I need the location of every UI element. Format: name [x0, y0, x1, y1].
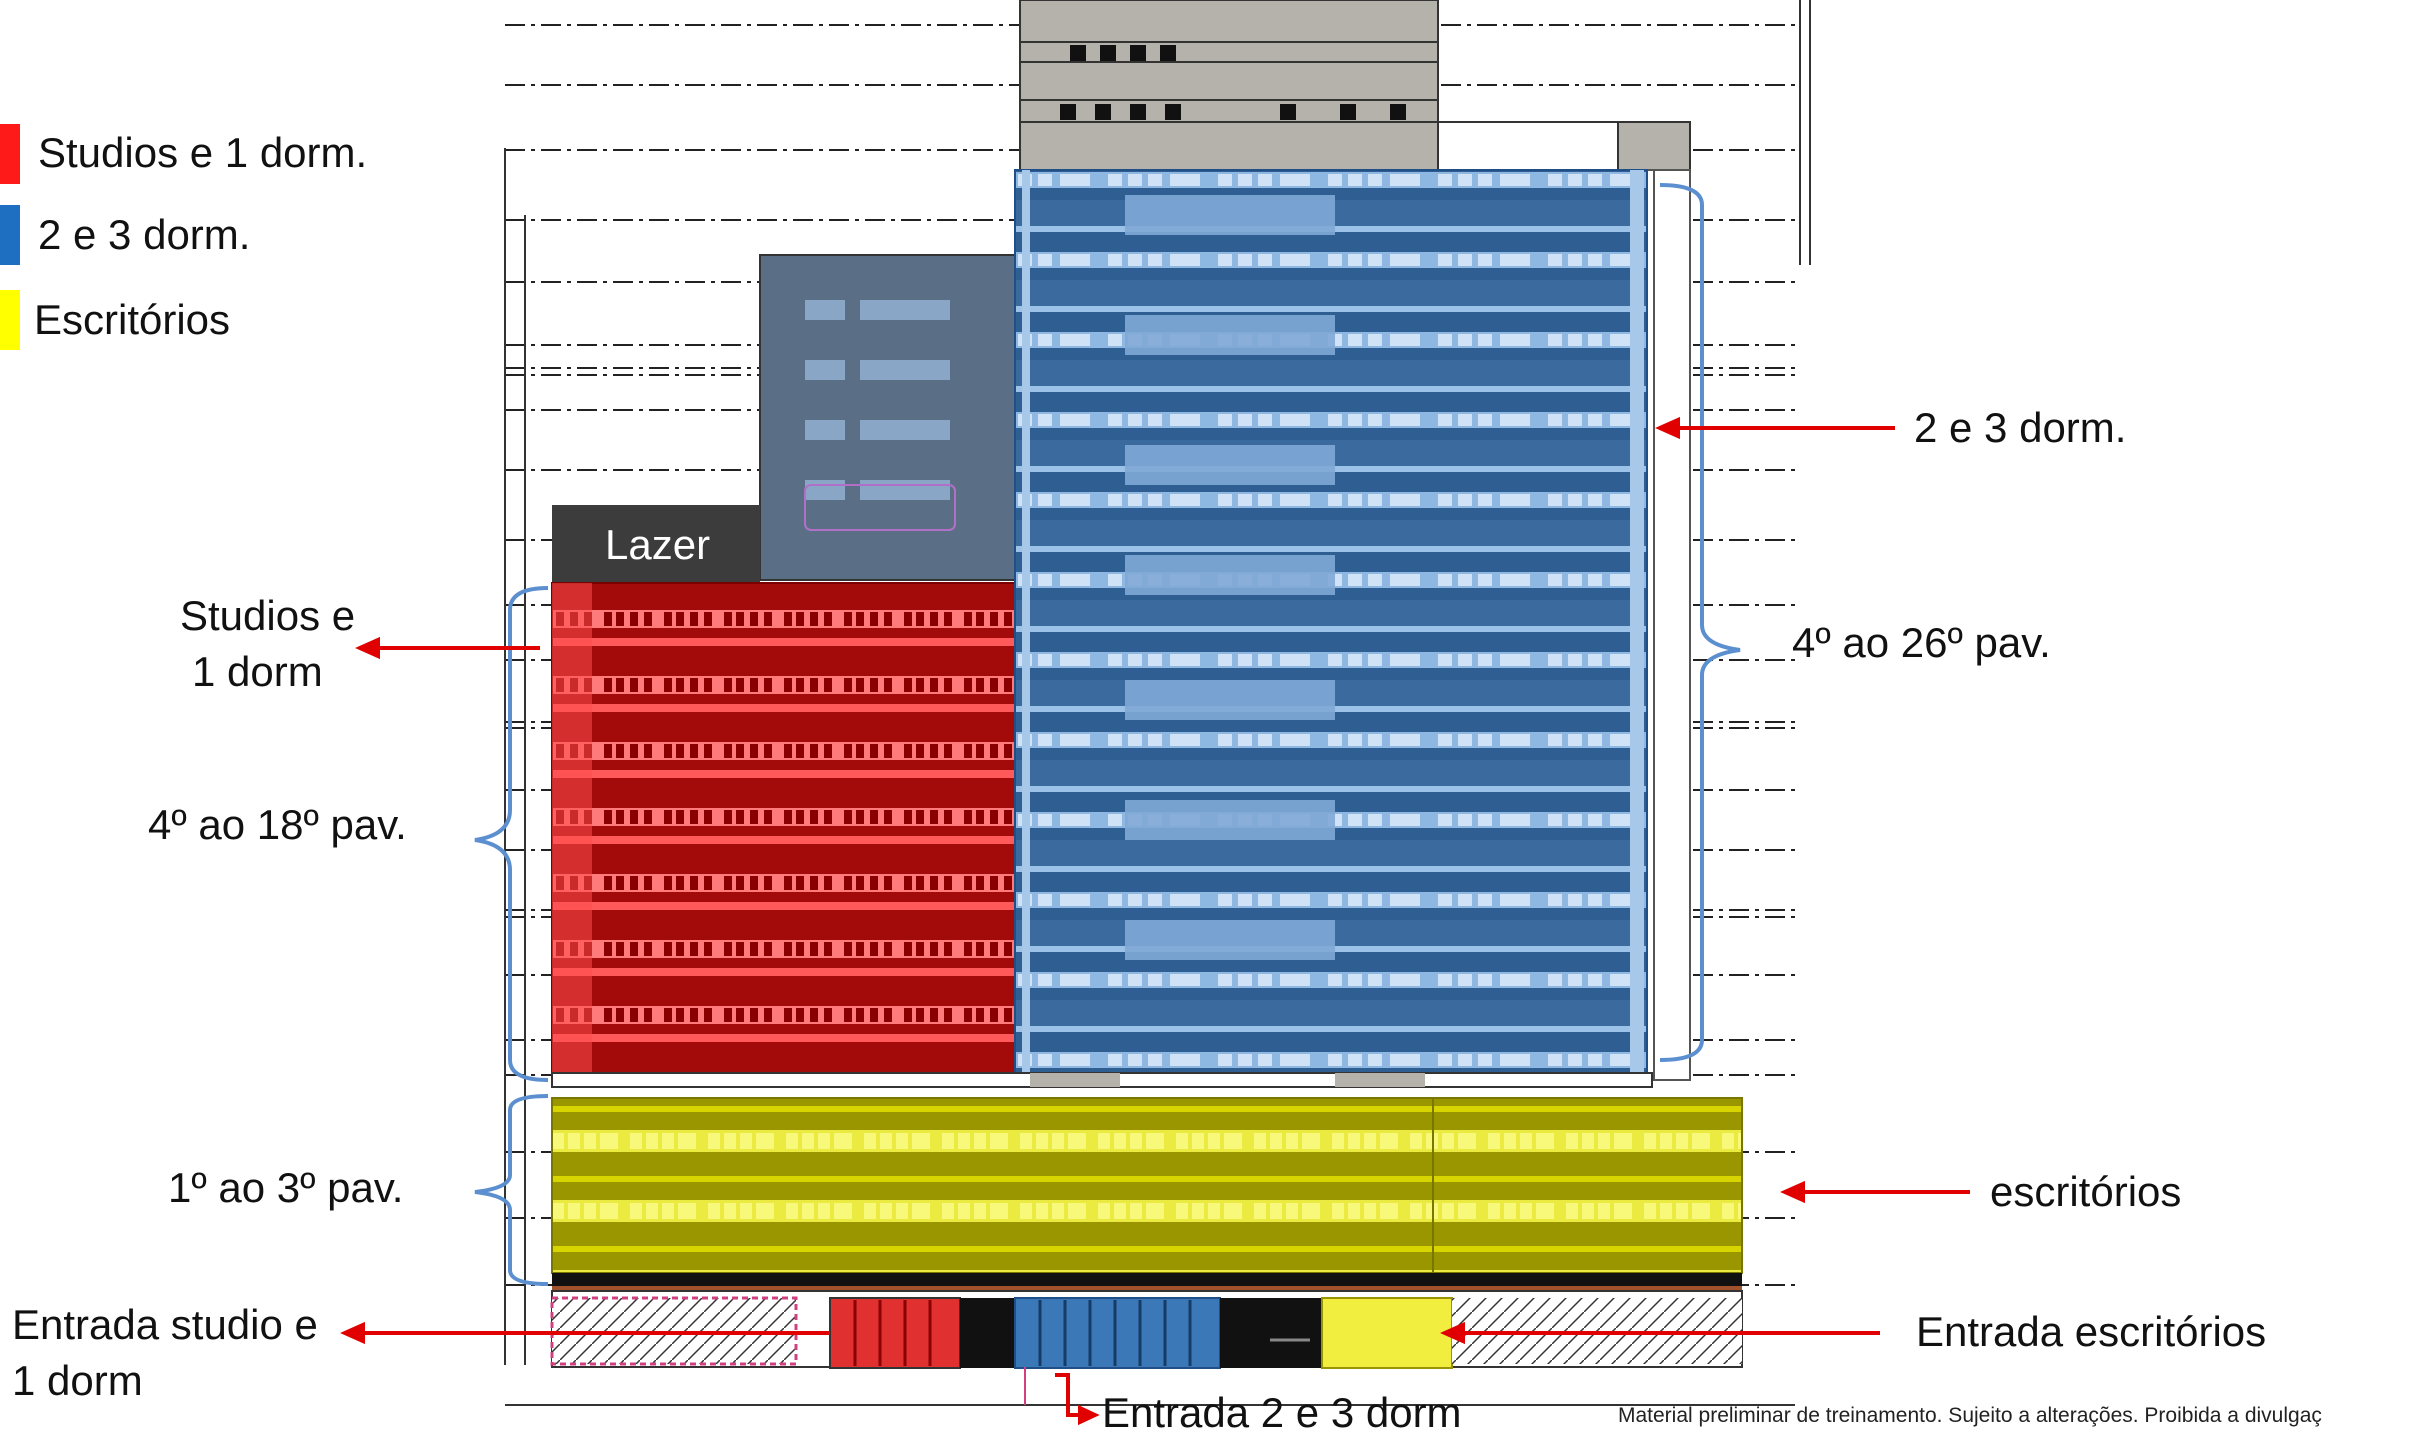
lazer-label: Lazer [605, 521, 711, 568]
legend-label-2-3-dorm: 2 e 3 dorm. [38, 211, 251, 258]
floors-1-3-label: 1º ao 3º pav. [168, 1164, 404, 1211]
floors-4-26-label: 4º ao 26º pav. [1792, 619, 2051, 666]
legend-swatch-red [0, 124, 20, 184]
legend-label-escritorios: Escritórios [34, 296, 231, 343]
entrada-escritorios-label: Entrada escritórios [1916, 1308, 2267, 1355]
legend-label-studios: Studios e 1 dorm. [38, 129, 368, 176]
blue-2-3-dorm-label: 2 e 3 dorm. [1914, 404, 2127, 451]
lazer-block [552, 505, 760, 583]
floors-4-18-label: 4º ao 18º pav. [148, 801, 407, 848]
entrada-studio-line1: Entrada studio e [12, 1301, 318, 1348]
footer-note: Material preliminar de treinamento. Suje… [1618, 1404, 2322, 1427]
offices-block [551, 1097, 1743, 1274]
studios-label-line2: 1 dorm [192, 648, 323, 695]
studios-block [551, 582, 1023, 1074]
entrada-2-3-dorm-label: Entrada 2 e 3 dorm [1102, 1389, 1462, 1436]
legend-swatch-blue [0, 205, 20, 265]
entrada-studio-line2: 1 dorm [12, 1357, 143, 1404]
legend-swatch-yellow [0, 290, 20, 350]
escritorios-label: escritórios [1990, 1168, 2182, 1215]
studios-label-line1: Studios e [180, 592, 356, 639]
